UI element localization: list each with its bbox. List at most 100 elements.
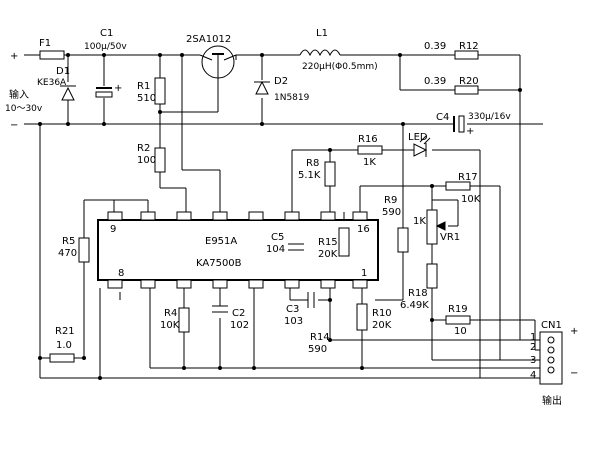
label-r14-value: 590 xyxy=(308,344,327,355)
fuse-f1 xyxy=(39,50,65,60)
resistor-r8 xyxy=(324,161,336,187)
label-r8: R8 xyxy=(306,158,319,169)
inductor-l1 xyxy=(299,49,341,57)
label-c1: C1 xyxy=(100,28,113,39)
label-cn1-pin3: 3 xyxy=(530,355,536,366)
label-l1-value: 220μH(Φ0.5mm) xyxy=(302,62,378,72)
label-vr1: VR1 xyxy=(440,232,460,243)
label-output: 输出 xyxy=(542,394,562,407)
label-r20: R20 xyxy=(459,76,479,87)
label-r15-value: 20K xyxy=(318,249,338,260)
label-cn1-pin2: 2 xyxy=(530,342,536,353)
capacitor-c5 xyxy=(288,243,304,251)
resistor-r17 xyxy=(445,181,471,191)
label-r4-value: 10K xyxy=(160,320,180,331)
label-r10-value: 20K xyxy=(372,320,392,331)
label-r15: R15 xyxy=(318,237,338,248)
resistor-r20 xyxy=(454,85,479,95)
resistor-r4 xyxy=(178,307,190,333)
label-d1: D1 xyxy=(56,66,70,77)
ic-ka7500b xyxy=(97,211,379,289)
label-r20-value: 0.39 xyxy=(424,76,446,87)
label-r8-value: 5.1K xyxy=(298,170,321,181)
label-pin16: 16 xyxy=(357,224,370,235)
label-cn1-pin1: 1 xyxy=(530,332,536,343)
label-c1-plus: + xyxy=(114,83,122,94)
capacitor-c2 xyxy=(212,305,228,313)
label-cn1-pin4: 4 xyxy=(530,370,536,381)
resistor-r21 xyxy=(49,353,75,363)
capacitor-c4 xyxy=(453,115,465,133)
label-q1: 2SA1012 xyxy=(186,34,231,45)
label-r16-value: 1K xyxy=(363,157,376,168)
label-c4: C4 xyxy=(436,112,449,123)
label-r17: R17 xyxy=(458,172,478,183)
resistor-r2 xyxy=(154,147,166,173)
label-c4-plus: + xyxy=(466,126,474,137)
resistor-r10 xyxy=(356,303,368,331)
label-r2: R2 xyxy=(137,143,150,154)
resistor-r18 xyxy=(426,263,438,289)
label-r19: R19 xyxy=(448,304,468,315)
label-pin8: 8 xyxy=(118,268,124,279)
label-c3-value: 103 xyxy=(284,316,303,327)
label-r5-value: 470 xyxy=(58,248,77,259)
label-c2-value: 102 xyxy=(230,320,249,331)
resistor-r9 xyxy=(397,227,409,253)
transistor-q1 xyxy=(199,45,237,80)
diode-d1 xyxy=(60,85,76,101)
label-r4: R4 xyxy=(164,308,177,319)
capacitor-c3 xyxy=(307,292,315,308)
resistor-r16 xyxy=(357,145,383,155)
label-r2-value: 100 xyxy=(137,155,156,166)
connector-cn1 xyxy=(539,331,563,385)
label-r14: R14 xyxy=(310,332,330,343)
label-r18: R18 xyxy=(408,288,428,299)
label-vr1-value: 1K xyxy=(413,216,426,227)
label-c3: C3 xyxy=(286,304,299,315)
label-input: 输入 xyxy=(9,88,29,101)
resistor-r5 xyxy=(78,237,90,263)
label-r5: R5 xyxy=(62,236,75,247)
label-pin1: 1 xyxy=(361,268,367,279)
label-r16: R16 xyxy=(358,134,378,145)
label-f1: F1 xyxy=(39,38,51,49)
label-r1: R1 xyxy=(137,81,150,92)
label-led: LED xyxy=(408,132,428,143)
label-input-minus: − xyxy=(10,120,18,131)
label-d2-value: 1N5819 xyxy=(274,93,310,103)
label-r18-value: 6.49K xyxy=(400,300,429,311)
label-output-minus: − xyxy=(570,368,578,379)
label-c2: C2 xyxy=(232,308,245,319)
label-ic-name: KA7500B xyxy=(196,258,242,269)
resistor-r12 xyxy=(454,50,479,60)
label-d2: D2 xyxy=(274,76,288,87)
label-input-plus: + xyxy=(10,51,18,62)
label-r21: R21 xyxy=(55,326,75,337)
led xyxy=(413,135,431,157)
label-r9: R9 xyxy=(384,195,397,206)
label-c1-value: 100μ/50v xyxy=(84,42,127,52)
capacitor-c1 xyxy=(95,87,113,98)
resistor-r1 xyxy=(154,77,166,105)
diode-d2 xyxy=(254,80,270,95)
label-d1-value: KE36A xyxy=(37,78,67,88)
wires xyxy=(24,54,549,379)
label-ic-code: E951A xyxy=(205,236,237,247)
label-r12: R12 xyxy=(459,41,479,52)
label-input-range: 10〜30v xyxy=(5,104,43,114)
label-c4-value: 330μ/16v xyxy=(468,112,511,122)
label-r19-value: 10 xyxy=(454,326,467,337)
label-output-plus: + xyxy=(570,326,578,337)
potentiometer-vr1 xyxy=(426,209,446,245)
label-r10: R10 xyxy=(372,308,392,319)
label-r12-value: 0.39 xyxy=(424,41,446,52)
label-r17-value: 10K xyxy=(461,194,481,205)
label-r9-value: 590 xyxy=(382,207,401,218)
label-cn1: CN1 xyxy=(541,320,562,331)
resistor-r19 xyxy=(445,315,471,325)
label-r21-value: 1.0 xyxy=(56,340,72,351)
label-r1-value: 510 xyxy=(137,93,156,104)
label-l1: L1 xyxy=(316,28,328,39)
